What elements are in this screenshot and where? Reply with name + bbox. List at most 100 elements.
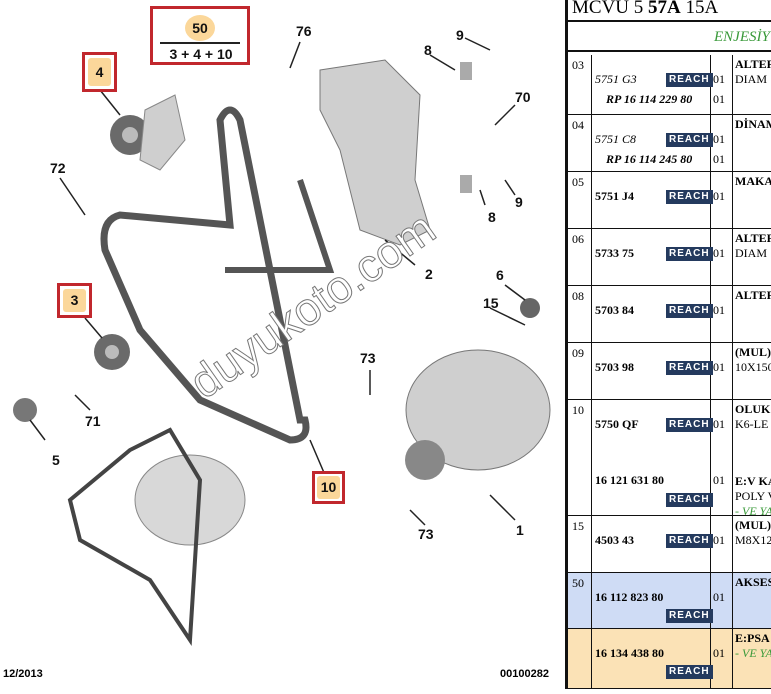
reach-badge: REACH <box>666 609 713 623</box>
qty-cell: 01 <box>711 516 733 572</box>
ref-cell: 09 <box>568 343 592 399</box>
section-header: ENJESİY <box>568 20 771 52</box>
callout-76: 76 <box>296 23 312 39</box>
callout-71: 71 <box>85 413 101 429</box>
description-line: ALTER <box>735 288 771 302</box>
callout-box-10: 10 <box>312 471 345 504</box>
desc-cell: MAKA <box>733 172 771 228</box>
part-number[interactable]: RP 16 114 229 80 <box>606 92 693 106</box>
description-line: 10X150 <box>735 360 771 374</box>
part-number[interactable]: 16 121 631 80 <box>595 473 664 487</box>
callout-15: 15 <box>483 295 499 311</box>
desc-cell: AKSES <box>733 573 771 628</box>
date-label: 12/2013 <box>3 668 43 680</box>
callout-6: 6 <box>496 267 504 283</box>
ref-cell: 05 <box>568 172 592 228</box>
quantity: 01 <box>713 646 725 660</box>
part-number[interactable]: RP 16 114 245 80 <box>606 152 693 166</box>
part-number[interactable]: 5703 84 <box>595 303 634 317</box>
callout-73b: 73 <box>418 526 434 542</box>
quantity: 01 <box>713 360 725 374</box>
part-number[interactable]: 16 134 438 80 <box>595 646 664 660</box>
qty-cell: 01 <box>711 629 733 688</box>
description-line: DIAM <box>735 72 767 86</box>
description-line: ALTER <box>735 57 771 71</box>
parts-diagram: 76 9 8 70 9 8 72 2 6 15 73 71 5 73 1 4 3… <box>3 6 551 680</box>
part-number[interactable]: 5751 C8 <box>595 132 637 146</box>
quantity: 01 <box>713 72 725 86</box>
description-line: E:V KA <box>735 474 771 488</box>
callout-2: 2 <box>425 266 433 282</box>
ref-cell: 04 <box>568 115 592 171</box>
part-number[interactable]: 5703 98 <box>595 360 634 374</box>
quantity: 01 <box>713 152 725 166</box>
description-line: POLY V <box>735 489 771 503</box>
desc-cell: DİNAM <box>733 115 771 171</box>
alternator <box>405 349 551 471</box>
part-number[interactable]: 5751 G3 <box>595 72 637 86</box>
part-number[interactable]: 16 112 823 80 <box>595 590 664 604</box>
kit-composition: 3 + 4 + 10 <box>169 46 233 62</box>
callout-72: 72 <box>50 160 66 176</box>
part-number[interactable]: 5751 J4 <box>595 189 634 203</box>
callout-box-4: 4 <box>82 52 117 92</box>
part-number[interactable]: 5750 QF <box>595 417 639 431</box>
desc-cell: ALTER <box>733 286 771 342</box>
callout-73: 73 <box>360 350 376 366</box>
quantity: 01 <box>713 473 725 487</box>
description-line: (MUL) <box>735 345 771 359</box>
ref-cell: 06 <box>568 229 592 285</box>
ref-cell: 50 <box>568 573 592 628</box>
ref-cell: 08 <box>568 286 592 342</box>
ref-cell: 15 <box>568 516 592 572</box>
bracket <box>319 59 431 246</box>
callout-8: 8 <box>424 42 432 58</box>
part-number[interactable]: 5733 75 <box>595 246 634 260</box>
ref-cell <box>568 629 592 688</box>
desc-cell: (MUL)10X150 <box>733 343 771 399</box>
reach-badge: REACH <box>666 665 713 679</box>
reach-badge: REACH <box>666 493 713 507</box>
description-line: DİNAM <box>735 117 771 131</box>
qty-cell: 01 <box>711 229 733 285</box>
part-cell: 4503 43 REACH <box>592 516 713 572</box>
callout-8b: 8 <box>488 209 496 225</box>
quantity: 01 <box>713 417 725 431</box>
part-number[interactable]: 4503 43 <box>595 533 634 547</box>
quantity: 01 <box>713 303 725 317</box>
reach-badge: REACH <box>666 534 713 548</box>
reach-badge: REACH <box>666 304 713 318</box>
reach-badge: REACH <box>666 190 713 204</box>
qty-cell: 01 <box>711 573 733 628</box>
table-title: MCVU 5 57A 15A <box>572 0 719 18</box>
desc-cell: E:PSA- VE YA <box>733 629 771 688</box>
part-cell: 5751 J4 REACH <box>592 172 713 228</box>
quantity: 01 <box>713 246 725 260</box>
description-line: E:PSA <box>735 631 770 645</box>
reach-badge: REACH <box>666 133 713 147</box>
belt <box>100 106 310 444</box>
description-line: M8X12 <box>735 533 771 547</box>
diagram-drawing <box>13 37 551 647</box>
qty-cell: 01 <box>711 286 733 342</box>
